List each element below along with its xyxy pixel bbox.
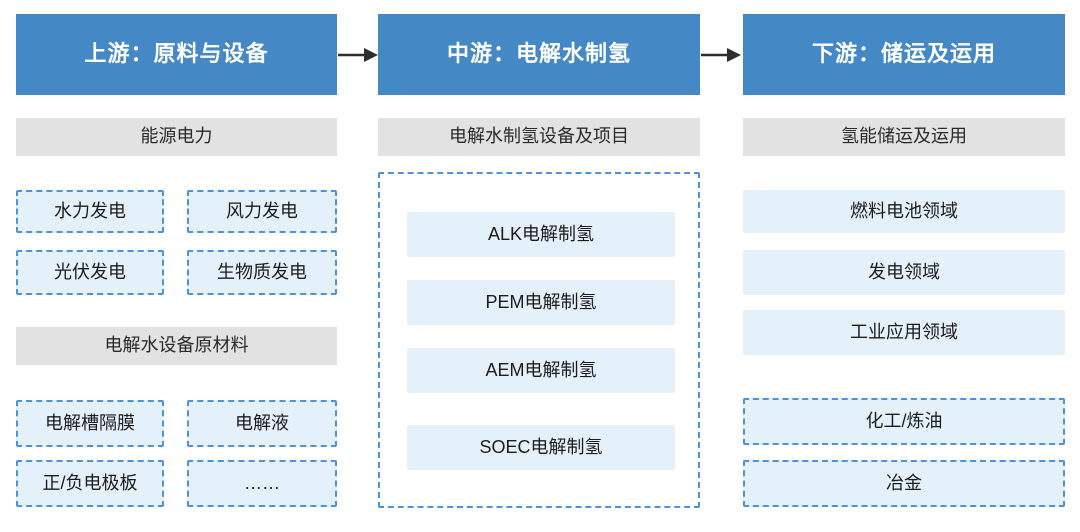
midstream-category-equipment: 电解水制氢设备及项目: [378, 118, 700, 156]
energy-item-biomass: 生物质发电: [187, 250, 337, 295]
upstream-category-materials: 电解水设备原材料: [16, 327, 337, 365]
electrolysis-item-pem: PEM电解制氢: [407, 280, 675, 325]
upstream-column: 上游：原料与设备 能源电力 水力发电 风力发电 光伏发电 生物质发电 电解水设备…: [16, 0, 337, 532]
downstream-header: 下游：储运及运用: [743, 14, 1065, 95]
downstream-category-storage: 氢能储运及运用: [743, 118, 1065, 156]
electrolysis-item-soec: SOEC电解制氢: [407, 425, 675, 470]
application-item-fuel-cell: 燃料电池领域: [743, 190, 1065, 233]
material-item-electrode-plates: 正/负电极板: [16, 460, 164, 507]
midstream-header: 中游：电解水制氢: [378, 14, 700, 95]
material-item-diaphragm: 电解槽隔膜: [16, 400, 164, 447]
energy-item-solar: 光伏发电: [16, 250, 164, 295]
upstream-header: 上游：原料与设备: [16, 14, 337, 95]
flow-arrow-upstream-to-midstream-icon: [338, 46, 378, 64]
electrolysis-item-alk: ALK电解制氢: [407, 212, 675, 257]
midstream-column: 中游：电解水制氢 电解水制氢设备及项目 ALK电解制氢 PEM电解制氢 AEM电…: [378, 0, 700, 532]
upstream-category-energy: 能源电力: [16, 118, 337, 156]
application-item-power-generation: 发电领域: [743, 250, 1065, 295]
energy-item-wind: 风力发电: [187, 190, 337, 233]
material-item-electrolyte: 电解液: [187, 400, 337, 447]
flow-arrow-midstream-to-downstream-icon: [701, 46, 741, 64]
downstream-column: 下游：储运及运用 氢能储运及运用 燃料电池领域 发电领域 工业应用领域 化工/炼…: [743, 0, 1065, 532]
material-item-ellipsis: ……: [187, 460, 337, 507]
energy-item-hydro: 水力发电: [16, 190, 164, 233]
industry-item-metallurgy: 冶金: [743, 460, 1065, 507]
industry-item-chemical-refining: 化工/炼油: [743, 398, 1065, 445]
application-item-industrial: 工业应用领域: [743, 310, 1065, 355]
electrolysis-item-aem: AEM电解制氢: [407, 348, 675, 393]
